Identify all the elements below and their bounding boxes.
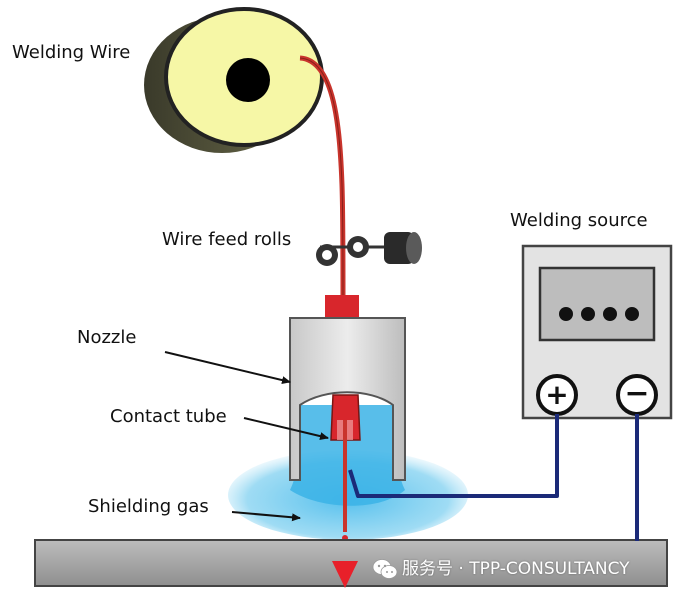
contact-tube-arrow [243,417,329,441]
shielding-gas-cloud [228,405,468,540]
nozzle-arrow [164,351,291,385]
source-display [538,266,656,342]
nozzle [289,317,406,481]
label-nozzle: Nozzle [77,327,137,348]
display-dot [625,307,639,321]
wire-feed-rolls [316,232,422,266]
weld-pool [332,561,358,588]
label-shielding-gas: Shielding gas [88,496,209,517]
wire-spool [144,7,324,153]
shielding-gas-arrow [231,511,301,522]
wire-guide [325,295,359,317]
label-welding-source: Welding source [510,210,648,231]
watermark-text: 服务号 · TPP-CONSULTANCY [402,559,630,579]
wechat-icon [372,559,398,579]
positive-cable [348,414,559,498]
negative-terminal-sign: − [624,376,649,411]
label-wire-feed-rolls: Wire feed rolls [162,229,292,250]
welding-source: + − [521,244,673,420]
display-dot [603,307,617,321]
spool-hub [226,58,270,102]
display-dot [559,307,573,321]
label-welding-wire: Welding Wire [12,42,131,63]
display-dot [581,307,595,321]
positive-terminal-sign: + [545,378,568,411]
label-contact-tube: Contact tube [110,406,227,427]
feed-motor [384,232,414,264]
